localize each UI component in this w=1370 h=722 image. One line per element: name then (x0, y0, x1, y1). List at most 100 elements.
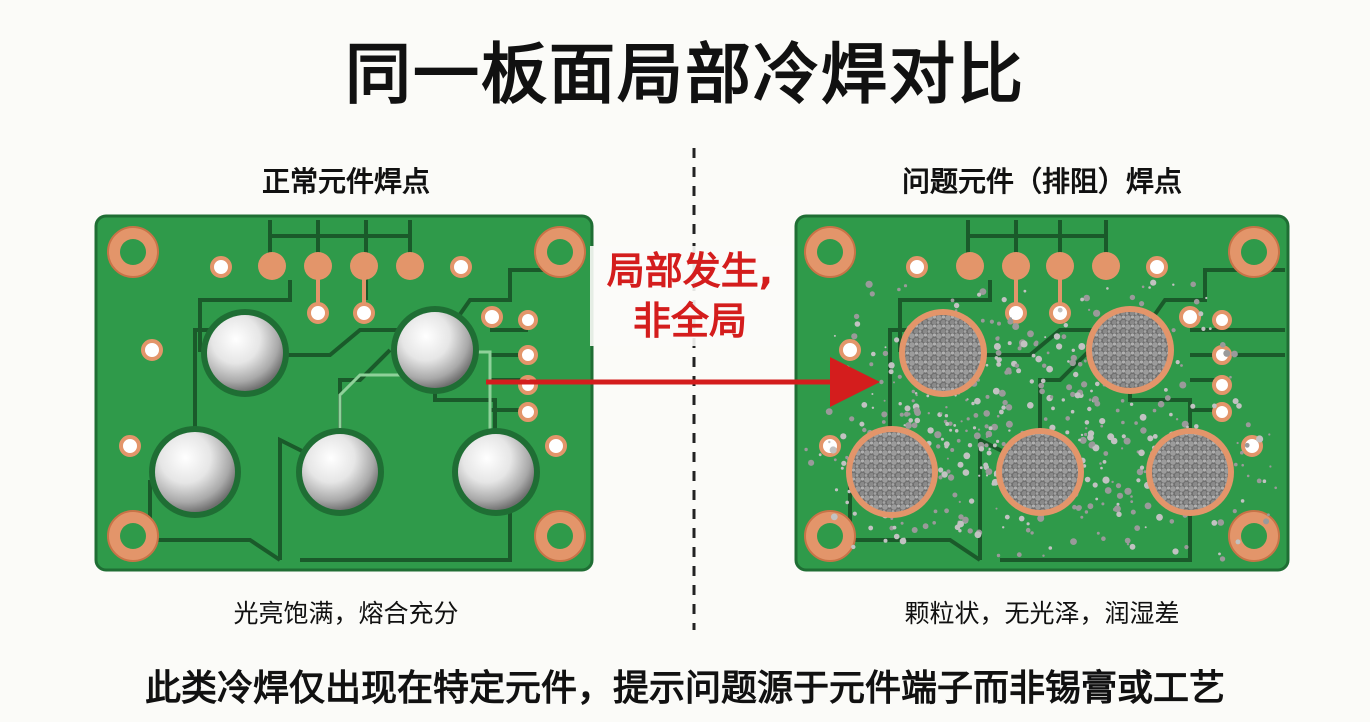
solder-particle (1104, 487, 1112, 494)
solder-particle (1150, 279, 1157, 286)
solder-particle (1144, 526, 1147, 529)
shiny-solder-joints (149, 306, 540, 518)
solder-particle (1096, 531, 1100, 535)
solder-particle (1172, 283, 1175, 286)
solder-particle (897, 374, 902, 379)
solder-particle (1005, 420, 1013, 428)
solder-particle (1113, 505, 1121, 513)
solder-particle (1081, 381, 1088, 388)
solder-particle (1240, 450, 1244, 455)
solder-particle (840, 433, 847, 440)
solder-particle (1048, 546, 1053, 550)
solder-particle (946, 469, 951, 474)
solder-particle (1027, 402, 1034, 409)
solder-particle (954, 429, 959, 433)
solder-particle (1001, 405, 1006, 410)
solder-particle (1076, 505, 1082, 511)
solder-particle (974, 531, 982, 539)
solder-particle (1065, 430, 1070, 435)
solder-particle (1208, 327, 1212, 330)
solder-particle (841, 369, 848, 376)
solder-particle (967, 528, 973, 534)
solder-particle (904, 411, 909, 417)
solder-particle (1234, 462, 1238, 467)
solder-particle (978, 474, 981, 477)
solder-particle (1049, 424, 1056, 431)
solder-particle (893, 381, 895, 384)
solder-particle (1169, 519, 1175, 524)
solder-particle (1007, 318, 1014, 325)
solder-particle (965, 429, 968, 433)
solder-particle (1120, 399, 1125, 403)
solder-particle (1211, 520, 1218, 526)
solder-particle (1235, 539, 1241, 545)
solder-particle (1020, 340, 1028, 348)
solder-particle (1193, 298, 1200, 305)
solder-particle (1042, 554, 1045, 557)
solder-particle (841, 460, 847, 466)
solder-particle (897, 287, 901, 292)
solder-particle (851, 333, 858, 340)
solder-particle (1051, 406, 1055, 411)
solder-particle (1157, 400, 1165, 408)
solder-particle (1136, 478, 1141, 483)
solder-particle (1140, 427, 1147, 434)
solder-particle (1046, 351, 1050, 355)
solder-particle (1256, 478, 1262, 484)
solder-particle (938, 475, 943, 480)
solder-particle (853, 313, 860, 320)
solder-particle (1074, 392, 1081, 399)
solder-particle (1143, 470, 1147, 474)
solder-particle (973, 413, 979, 418)
solder-particle (1184, 545, 1189, 550)
solder-particle (861, 402, 868, 408)
solder-particle (958, 514, 964, 520)
solder-particle (1229, 375, 1232, 379)
solder-particle (1030, 531, 1034, 535)
solder-particle (1008, 429, 1011, 432)
solder-particle (881, 420, 886, 424)
solder-particle (993, 343, 1001, 350)
solder-particle (1094, 400, 1101, 407)
solder-particle (996, 361, 1002, 367)
solder-particle (1100, 424, 1104, 428)
solder-particle (1088, 398, 1092, 402)
solder-particle (871, 351, 876, 357)
solder-particle (911, 399, 915, 403)
solder-particle (1084, 510, 1089, 514)
solder-particle (1079, 436, 1087, 444)
solder-particle (1093, 309, 1101, 317)
solder-particle (957, 461, 964, 468)
solder-particle (1106, 287, 1109, 290)
solder-particle (1001, 441, 1006, 447)
solder-particle (1232, 509, 1237, 514)
solder-particle (1084, 420, 1090, 425)
solder-particle (1017, 346, 1022, 351)
solder-particle (1039, 388, 1045, 395)
solder-particle (989, 319, 995, 324)
solder-particle (1263, 518, 1270, 525)
solder-particle (997, 321, 1001, 326)
solder-particle (922, 523, 929, 530)
solder-particle (1246, 474, 1250, 478)
solder-particle (995, 350, 1002, 356)
solder-particle (932, 521, 936, 525)
solder-particle (1090, 441, 1096, 447)
solder-particle (1034, 340, 1039, 345)
solder-particle (1077, 362, 1083, 367)
solder-particle (1274, 486, 1277, 490)
solder-particle (985, 394, 990, 399)
solder-particle (900, 521, 904, 525)
solder-particle (1087, 434, 1094, 441)
solder-particle (953, 302, 960, 309)
solder-particle (829, 446, 837, 454)
solder-particle (985, 474, 989, 477)
solder-particle (1090, 389, 1093, 393)
solder-particle (952, 492, 958, 498)
solder-particle (1092, 482, 1098, 488)
solder-particle (1262, 479, 1267, 484)
solder-particle (1004, 514, 1010, 520)
solder-particle (1240, 499, 1245, 503)
solder-particle (1124, 537, 1131, 544)
